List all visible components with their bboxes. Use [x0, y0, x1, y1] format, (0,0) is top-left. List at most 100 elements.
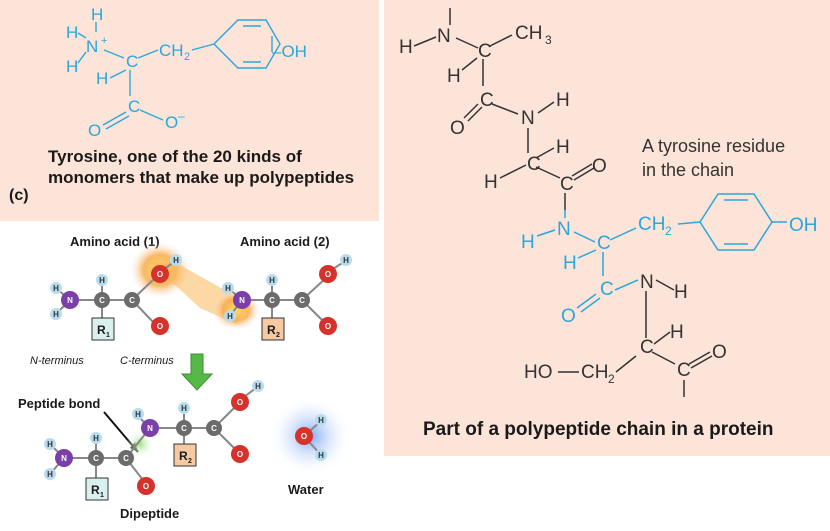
- svg-text:H: H: [99, 276, 105, 285]
- chain-atom-h4: H: [556, 137, 570, 158]
- c-terminus-label: C-terminus: [120, 355, 174, 367]
- atom-o-charge: –: [178, 109, 185, 123]
- atom-n-amine: N: [86, 37, 98, 56]
- chain-atom-h3: H: [556, 90, 570, 111]
- chain-atom-ch2-b: CH: [581, 362, 608, 383]
- svg-text:O: O: [301, 432, 307, 441]
- chain-atom-c3: C: [527, 154, 541, 175]
- svg-text:H: H: [318, 451, 324, 460]
- chain-atom-c4: C: [560, 174, 574, 195]
- atom-ch2: CH: [159, 41, 184, 60]
- atom-c-alpha: C: [126, 52, 138, 71]
- tyrosine-residue-annotation: A tyrosine residue in the chain: [642, 136, 785, 180]
- peptide-bond-glow: [126, 430, 154, 458]
- polypeptide-chain-panel: H N C CH 3 H C O N H C H H C O N H C H C…: [384, 0, 830, 456]
- chain-atom-n4: N: [640, 272, 654, 293]
- chain-atom-h7: H: [670, 322, 684, 343]
- atom-h-alpha: H: [96, 69, 108, 88]
- water-molecule: [295, 414, 327, 461]
- atom-h-top: H: [91, 5, 103, 24]
- chain-atom-o1: O: [450, 118, 465, 139]
- atom-n-charge: +: [101, 35, 107, 47]
- amino-acid-1-label: Amino acid (1): [70, 234, 160, 249]
- svg-text:O: O: [157, 322, 163, 331]
- r2-group: R 2: [267, 323, 280, 339]
- chain-atom-o2: O: [592, 156, 607, 177]
- aa2-atom-letters: H H H N C C O O H: [225, 256, 349, 331]
- atom-o-carboxyl: O: [88, 121, 101, 140]
- chain-black-bonds: [413, 8, 713, 397]
- svg-text:H: H: [47, 440, 53, 449]
- dipeptide-atoms: [44, 380, 264, 501]
- atom-oh: –OH: [272, 42, 307, 61]
- svg-text:R: R: [179, 449, 188, 463]
- atom-o-minus: O: [165, 113, 178, 132]
- svg-text:C: C: [181, 424, 187, 433]
- svg-text:A tyrosine residue: A tyrosine residue: [642, 136, 785, 156]
- svg-text:H: H: [269, 276, 275, 285]
- atom-ch2-sub: 2: [184, 51, 190, 63]
- svg-text:H: H: [225, 284, 231, 293]
- svg-text:O: O: [237, 398, 243, 407]
- chain-atom-o3: O: [712, 342, 727, 363]
- svg-text:H: H: [53, 284, 59, 293]
- svg-text:N: N: [147, 424, 153, 433]
- tyrosine-panel: H H N + H C H CH 2 –OH C O O –: [0, 0, 379, 221]
- chain-atom-n2: N: [521, 108, 535, 129]
- svg-text:R: R: [97, 323, 106, 337]
- dipeptide-label: Dipeptide: [120, 506, 179, 521]
- dipeptide-atom-letters: H H H N C C O H N H C C O O H: [47, 382, 261, 491]
- water-label: Water: [288, 482, 324, 497]
- reaction-arrow: [180, 353, 214, 391]
- chain-atom-ch2-b-sub: 2: [608, 372, 615, 386]
- svg-text:N: N: [239, 296, 245, 305]
- chain-atom-c2: C: [480, 90, 494, 111]
- svg-text:2: 2: [188, 458, 192, 465]
- condensation-diagram: Amino acid (1) Amino acid (2) H H: [18, 234, 352, 521]
- svg-text:H: H: [343, 256, 349, 265]
- amino-acid-2-label: Amino acid (2): [240, 234, 330, 249]
- svg-text:C: C: [211, 424, 217, 433]
- peptide-bond-label: Peptide bond: [18, 396, 100, 411]
- svg-text:C: C: [123, 454, 129, 463]
- chain-atom-c-alpha-blue: C: [597, 233, 611, 254]
- svg-text:in the chain: in the chain: [642, 160, 734, 180]
- chain-atom-h1: H: [399, 37, 413, 58]
- svg-text:C: C: [129, 296, 135, 305]
- chain-atom-ho: HO: [524, 362, 553, 383]
- chain-atom-c-carbonyl-blue: C: [600, 279, 614, 300]
- chain-atom-h-blue2: H: [563, 253, 577, 274]
- chain-atom-ch2-blue-sub: 2: [665, 224, 672, 238]
- svg-text:R: R: [91, 483, 100, 497]
- svg-text:R: R: [267, 323, 276, 337]
- dipeptide-r-groups: R 1 R 2: [91, 449, 192, 499]
- svg-text:H: H: [181, 404, 187, 413]
- polypeptide-chain-structure: H N C CH 3 H C O N H C H H C O N H C H C…: [399, 8, 818, 397]
- tyrosine-bonds: [77, 19, 281, 130]
- chain-atom-h-blue1: H: [521, 232, 535, 253]
- svg-text:H: H: [255, 382, 261, 391]
- chain-atom-h6: H: [674, 282, 688, 303]
- chain-atom-ch3: CH: [515, 23, 542, 44]
- svg-text:H: H: [173, 256, 179, 265]
- chain-atom-c5: C: [640, 337, 654, 358]
- svg-text:C: C: [93, 454, 99, 463]
- svg-text:C: C: [299, 296, 305, 305]
- chain-atom-n1: N: [437, 26, 451, 47]
- chain-atom-h2: H: [447, 66, 461, 87]
- svg-text:H: H: [135, 410, 141, 419]
- chain-atom-c1: C: [478, 41, 492, 62]
- chain-atom-oh-blue: OH: [789, 215, 818, 236]
- svg-text:O: O: [237, 450, 243, 459]
- svg-text:O: O: [143, 482, 149, 491]
- tyrosine-structure: H H N + H C H CH 2 –OH C O O –: [66, 5, 307, 140]
- chain-blue-bonds: [536, 193, 787, 313]
- svg-text:H: H: [227, 312, 233, 321]
- svg-text:N: N: [61, 454, 67, 463]
- svg-text:H: H: [47, 470, 53, 479]
- panel-label-c: (c): [9, 187, 29, 204]
- chain-atom-o-blue: O: [561, 306, 576, 327]
- aa1-atom-letters: H H H N C C O O H: [53, 256, 179, 331]
- svg-text:1: 1: [106, 332, 110, 339]
- svg-text:H: H: [53, 310, 59, 319]
